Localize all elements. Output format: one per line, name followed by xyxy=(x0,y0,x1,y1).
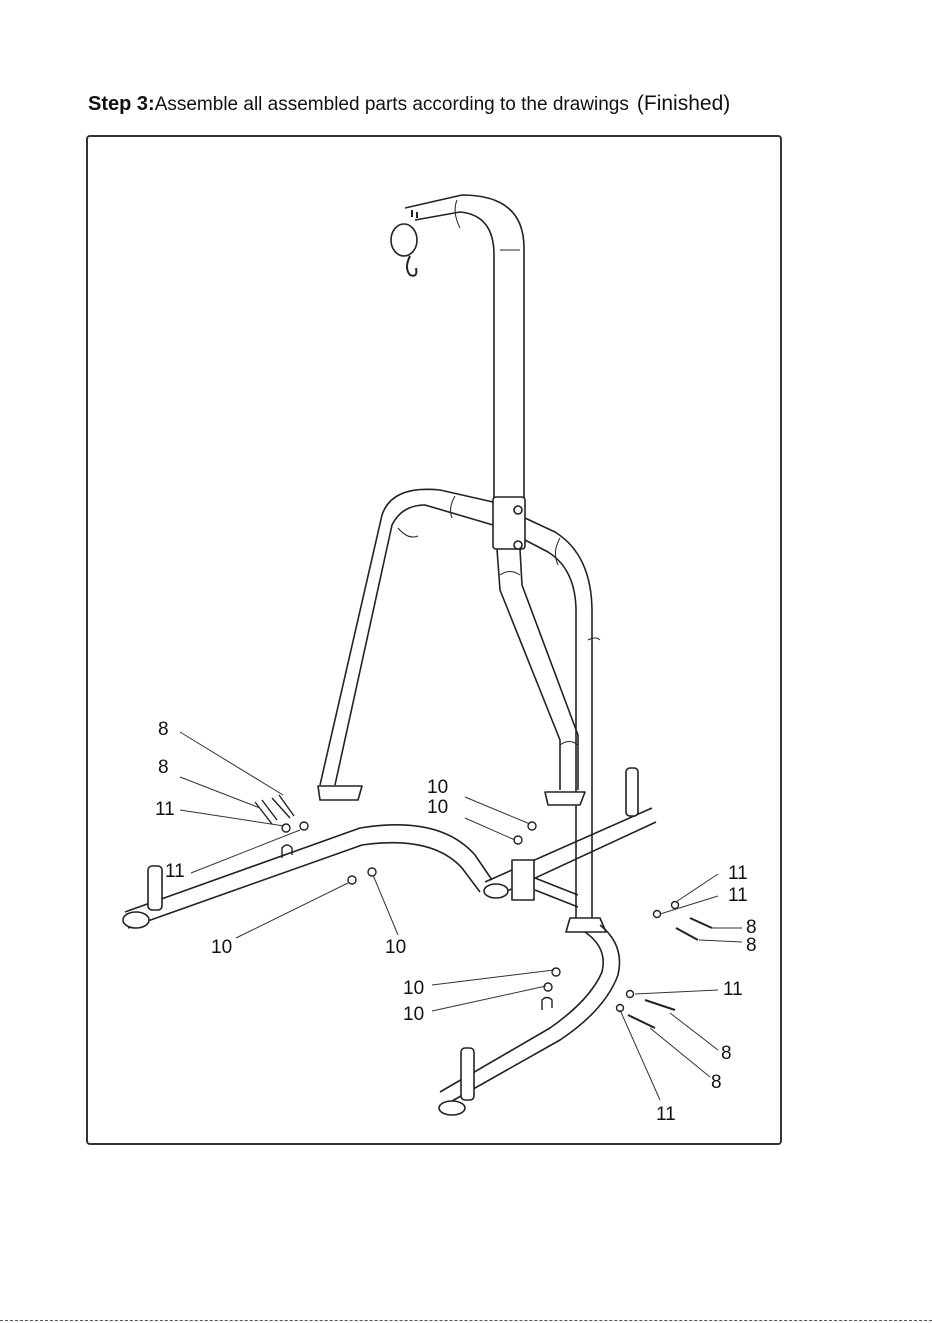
callout-bolt-8: 8 xyxy=(711,1072,722,1093)
callout-nut-10: 10 xyxy=(211,937,232,958)
callout-bolt-8: 8 xyxy=(721,1043,732,1064)
callout-washer-11: 11 xyxy=(656,1104,676,1125)
callout-labels: 8 8 11 11 10 10 10 10 11 11 8 8 10 10 11… xyxy=(155,719,757,1125)
callout-nut-10: 10 xyxy=(403,978,424,999)
callout-nut-10: 10 xyxy=(385,937,406,958)
callout-bolt-8: 8 xyxy=(158,757,169,778)
callout-washer-11: 11 xyxy=(155,799,175,820)
center-upright xyxy=(391,195,524,510)
callout-washer-11: 11 xyxy=(165,861,185,882)
callout-bolt-8: 8 xyxy=(746,935,757,956)
callout-nut-10: 10 xyxy=(427,797,448,818)
callout-nut-10: 10 xyxy=(403,1004,424,1025)
callout-bolt-8: 8 xyxy=(158,719,169,740)
center-joint xyxy=(493,497,525,549)
callout-washer-11: 11 xyxy=(728,863,748,884)
callout-nut-10: 10 xyxy=(427,777,448,798)
hardware xyxy=(255,795,712,1028)
rear-leg xyxy=(497,549,585,805)
callout-washer-11: 11 xyxy=(728,885,748,906)
page-bottom-edge xyxy=(0,1320,932,1321)
callout-washer-11: 11 xyxy=(723,979,743,1000)
right-base-rail xyxy=(439,925,620,1115)
right-front-leg xyxy=(525,518,606,932)
left-leg xyxy=(318,489,493,800)
